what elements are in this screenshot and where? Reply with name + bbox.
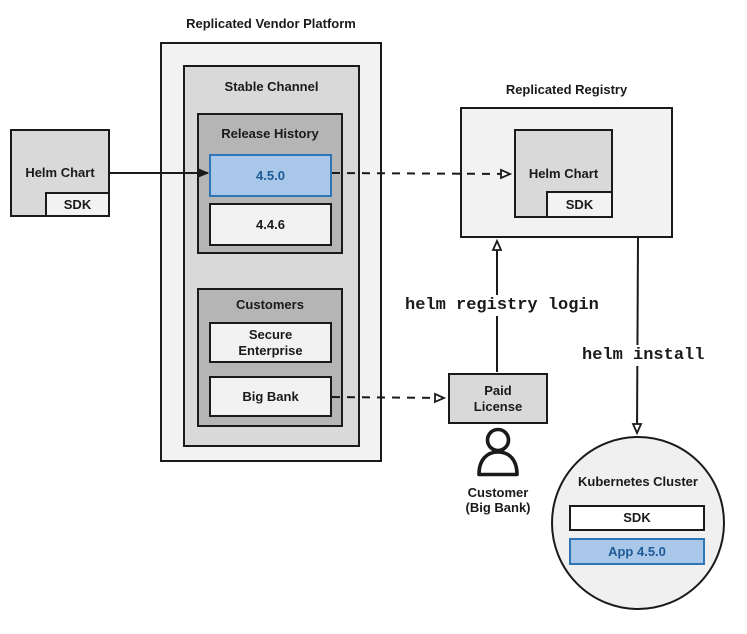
cluster-sdk-label: SDK <box>623 510 651 525</box>
customers-label: Customers <box>236 297 304 312</box>
helm-install-command: helm install <box>581 345 706 366</box>
vendor-platform-title: Replicated Vendor Platform <box>186 16 356 31</box>
paid-license-label-line1: Paid <box>484 382 512 398</box>
release-4-4-6-label: 4.4.6 <box>256 216 285 232</box>
registry-helm-chart-label: Helm Chart <box>528 165 599 181</box>
stable-channel-label: Stable Channel <box>224 79 319 94</box>
release-4-5-0-box: 4.5.0 <box>209 154 332 197</box>
cluster-app-label: App 4.5.0 <box>608 543 666 559</box>
customer-caption: Customer (Big Bank) <box>438 485 558 515</box>
source-helm-chart-label: Helm Chart <box>25 165 95 180</box>
secure-enterprise-box: Secure Enterprise <box>209 322 332 363</box>
secure-enterprise-label-line2: Enterprise <box>238 342 303 358</box>
helm-registry-login-command: helm registry login <box>404 295 600 316</box>
customer-caption-line1: Customer <box>467 485 529 500</box>
registry-sdk-label: SDK <box>565 196 594 212</box>
release-history-label: Release History <box>221 126 319 141</box>
source-sdk-label: SDK <box>63 196 92 212</box>
release-4-4-6-box: 4.4.6 <box>209 203 332 246</box>
release-4-5-0-label: 4.5.0 <box>256 167 285 183</box>
kubernetes-cluster-label: Kubernetes Cluster <box>578 474 698 489</box>
person-icon <box>477 427 519 477</box>
paid-license-box: Paid License <box>448 373 548 424</box>
arrow-registry-to-cluster <box>631 237 643 436</box>
source-sdk-box: SDK <box>45 192 110 217</box>
paid-license-label-line2: License <box>473 398 523 414</box>
registry-title: Replicated Registry <box>505 82 628 97</box>
big-bank-box: Big Bank <box>209 376 332 417</box>
secure-enterprise-label-line1: Secure <box>248 326 293 342</box>
big-bank-label: Big Bank <box>242 388 299 404</box>
cluster-app-box: App 4.5.0 <box>569 538 705 565</box>
registry-sdk-box: SDK <box>546 191 613 218</box>
cluster-sdk-box: SDK <box>569 505 705 531</box>
customer-caption-line2: (Big Bank) <box>465 500 531 515</box>
